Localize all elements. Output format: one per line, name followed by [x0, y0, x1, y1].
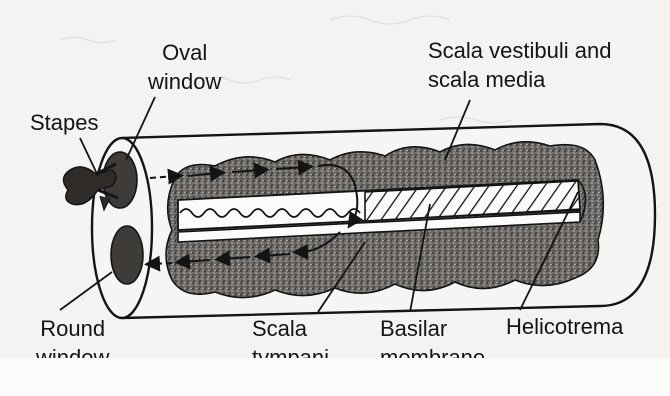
- oval-window-label-line1: Oval: [148, 38, 221, 67]
- oval-window-label: Oval window: [148, 38, 221, 96]
- page-crop-band: [0, 358, 670, 396]
- oval-window-label-line2: window: [148, 67, 221, 96]
- basilar-membrane-label-line1: Basilar: [380, 314, 485, 343]
- scala-vestibuli-label: Scala vestibuli and scala media: [428, 36, 611, 94]
- scala-tympani-label-line1: Scala: [252, 314, 329, 343]
- scala-vestibuli-label-line2: scala media: [428, 65, 611, 94]
- round-window: [111, 226, 143, 284]
- scala-vestibuli-label-line1: Scala vestibuli and: [428, 36, 611, 65]
- helicotrema-label: Helicotrema: [506, 312, 623, 341]
- round-window-label-line1: Round: [36, 314, 109, 343]
- stapes-label: Stapes: [30, 108, 99, 137]
